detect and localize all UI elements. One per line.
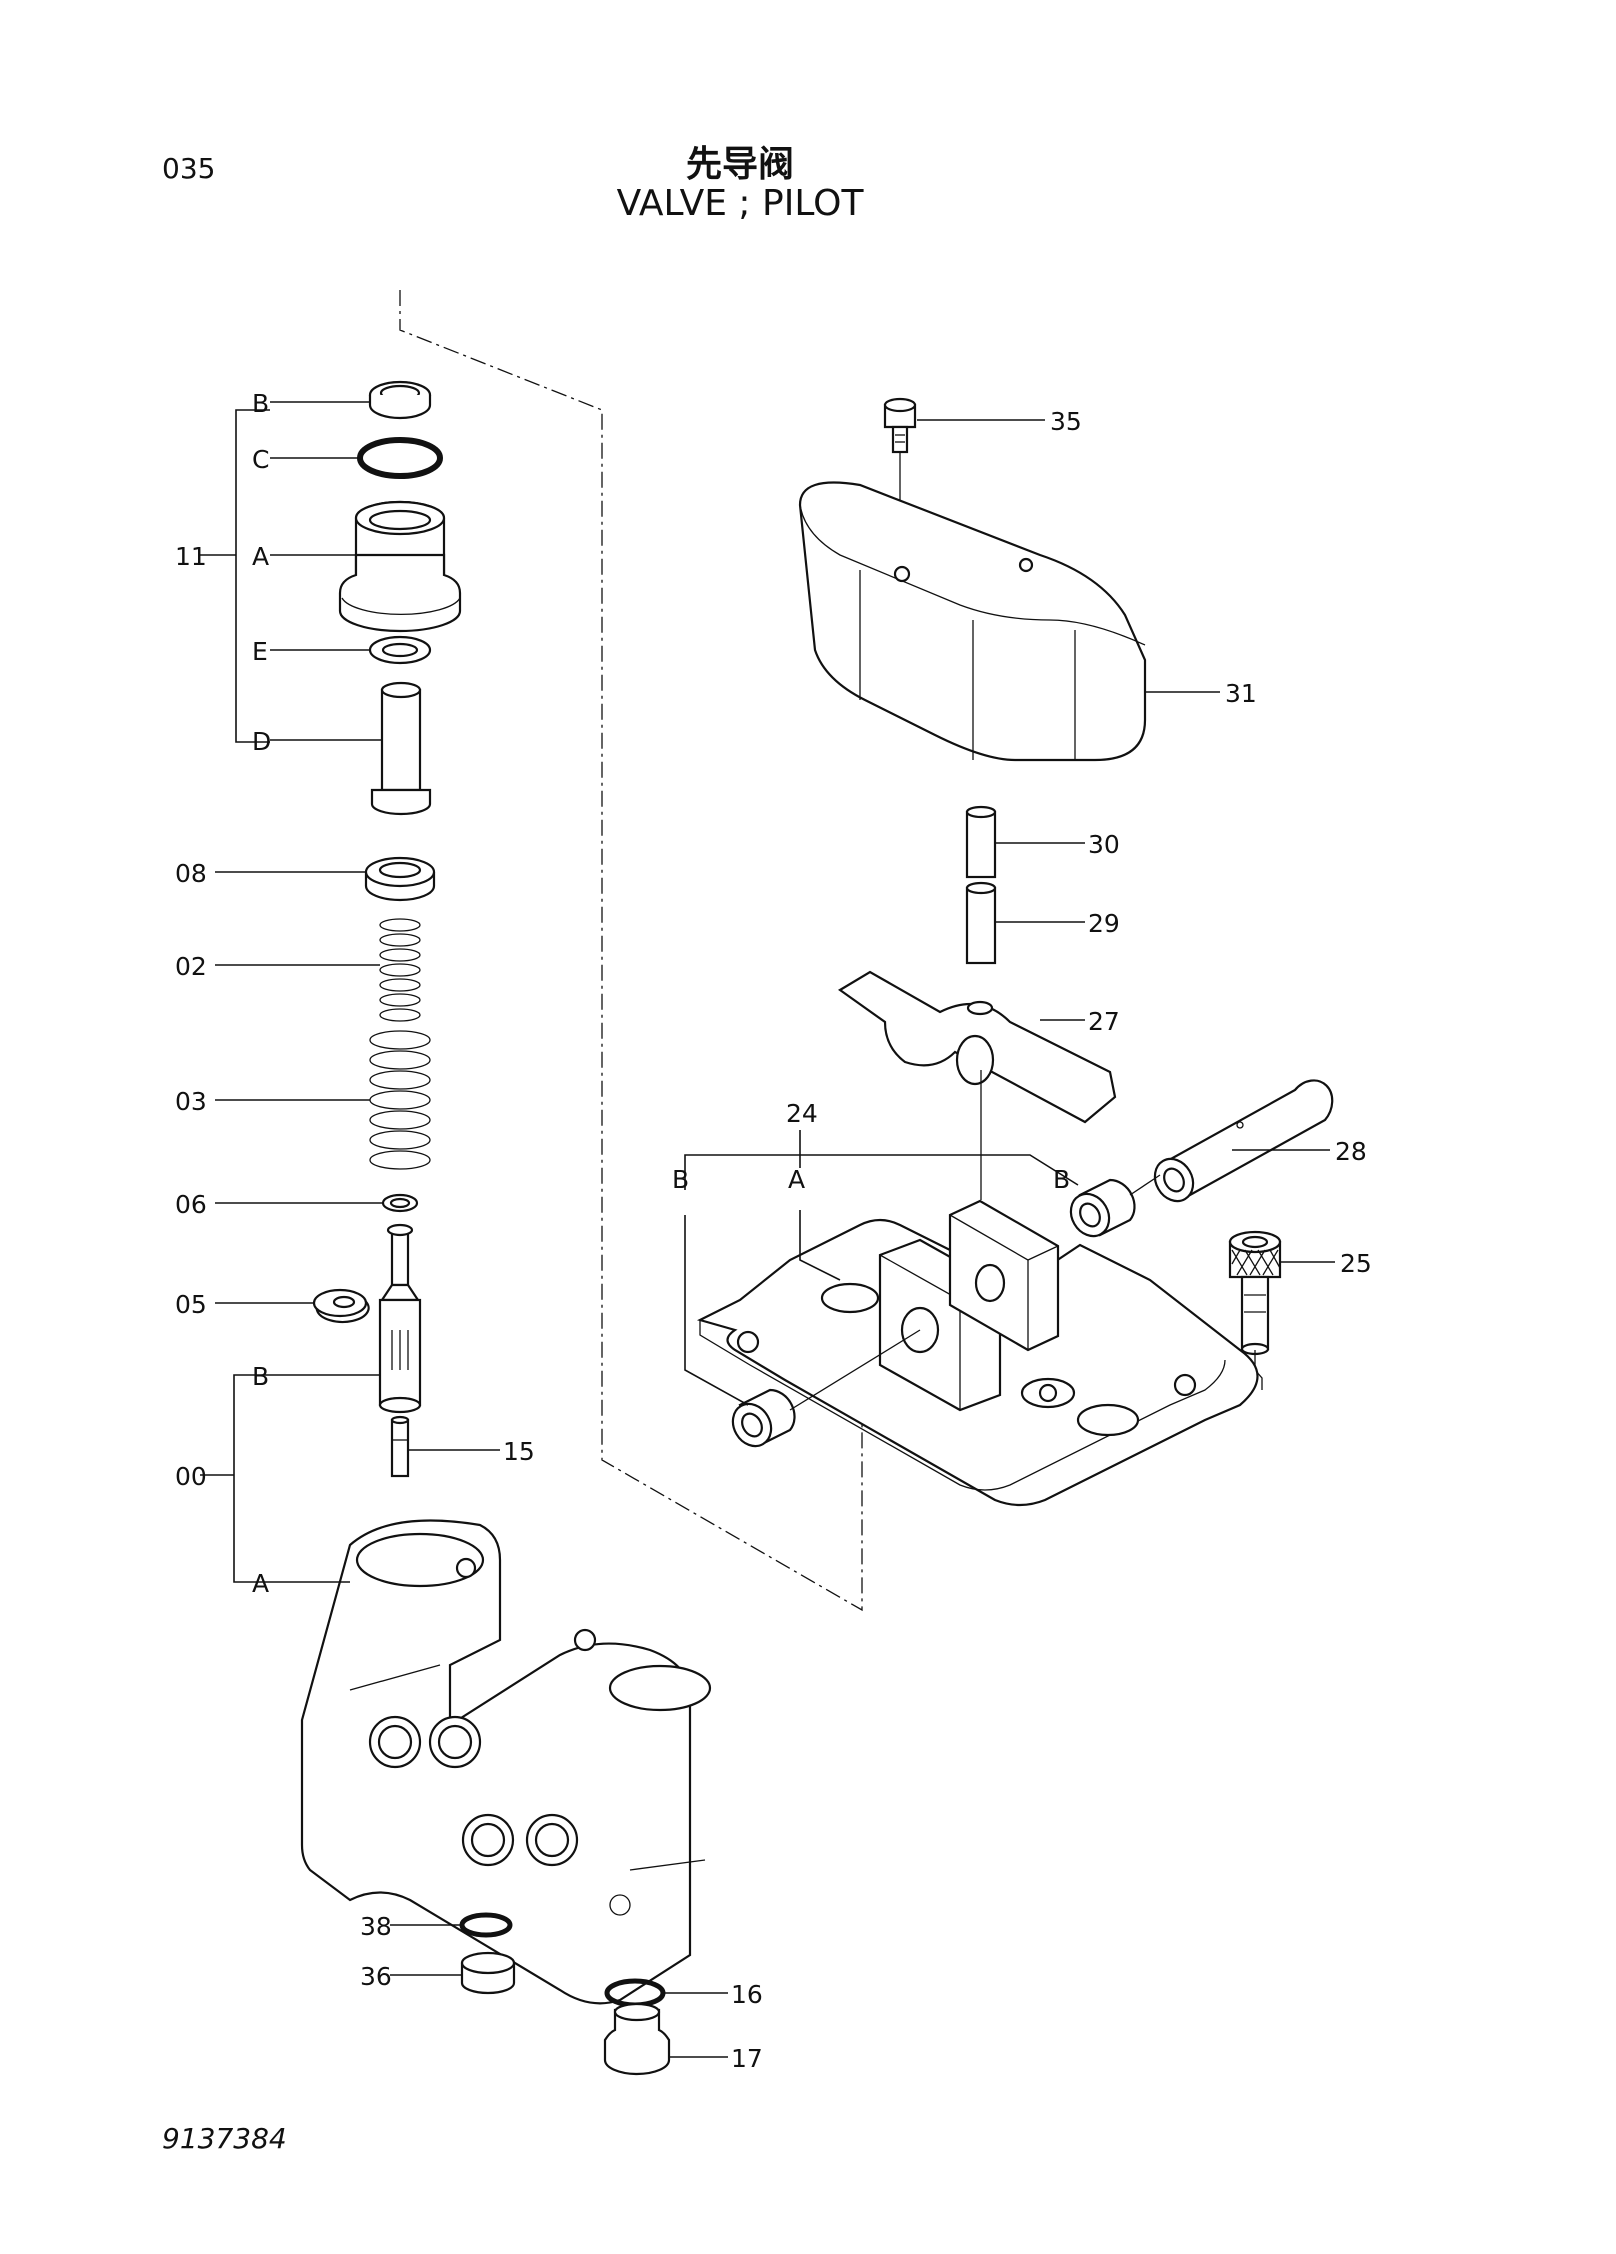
part-30-pin — [965, 805, 997, 879]
part-11a-bushing — [338, 500, 462, 633]
callout-28: 28 — [1335, 1137, 1367, 1166]
part-35-bolt — [883, 397, 917, 454]
callout-24-b-right: B — [1053, 1165, 1070, 1194]
callout-00-b: B — [252, 1362, 269, 1391]
title-english: VALVE ; PILOT — [616, 183, 864, 224]
assembly-dashed-line — [399, 290, 863, 1612]
part-24b-bushing-right — [1069, 1178, 1136, 1238]
callout-05: 05 — [175, 1290, 207, 1319]
part-00b-spool — [378, 1223, 422, 1414]
callout-38: 38 — [360, 1912, 392, 1941]
part-27-lever — [837, 970, 1117, 1124]
callout-00-a: A — [252, 1569, 269, 1598]
callout-17: 17 — [731, 2044, 763, 2073]
callout-00: 00 — [175, 1462, 207, 1491]
callout-11-e: E — [252, 637, 268, 666]
part-11-group — [200, 409, 270, 743]
callout-25: 25 — [1340, 1249, 1372, 1278]
part-11d-plunger — [370, 681, 432, 816]
part-28-pin — [1153, 1079, 1334, 1203]
part-17-plug — [603, 2002, 671, 2076]
callout-11-b: B — [252, 389, 269, 418]
callout-02: 02 — [175, 952, 207, 981]
part-24a-base-plate — [696, 1199, 1259, 1507]
part-25-cap-screw — [1228, 1230, 1282, 1356]
part-31-cover — [798, 481, 1147, 762]
callout-30: 30 — [1088, 830, 1120, 859]
callout-08: 08 — [175, 859, 207, 888]
callout-24: 24 — [786, 1099, 818, 1128]
callout-36: 36 — [360, 1962, 392, 1991]
callout-24-a: A — [788, 1165, 805, 1194]
part-03-outer-spring — [369, 1030, 431, 1170]
part-24b-bushing-left — [731, 1388, 796, 1448]
callout-11-a: A — [252, 542, 269, 571]
drawing-number: 9137384 — [162, 2122, 287, 2155]
part-06-washer — [381, 1193, 419, 1213]
callout-24-b-left: B — [672, 1165, 689, 1194]
part-36-plug — [460, 1951, 516, 1995]
part-05-retaining-clip — [312, 1288, 370, 1324]
part-15-pin — [390, 1415, 410, 1478]
part-11e-backup-ring — [368, 635, 432, 665]
callout-06: 06 — [175, 1190, 207, 1219]
page-number: 035 — [162, 152, 216, 185]
part-00-group — [200, 1374, 270, 1583]
callout-11-d: D — [252, 727, 271, 756]
callout-27: 27 — [1088, 1007, 1120, 1036]
callout-03: 03 — [175, 1087, 207, 1116]
callout-16: 16 — [731, 1980, 763, 2009]
callout-15: 15 — [503, 1437, 535, 1466]
part-11c-o-ring — [357, 437, 443, 479]
part-00a-valve-body — [300, 1519, 712, 2005]
callout-35: 35 — [1050, 407, 1082, 436]
title-chinese: 先导阀 — [685, 144, 794, 185]
callout-29: 29 — [1088, 909, 1120, 938]
part-08-spring-seat — [364, 856, 436, 902]
part-11b-seal-ring — [368, 380, 432, 420]
part-02-inner-spring — [379, 918, 421, 1022]
callout-11-c: C — [252, 445, 269, 474]
callout-11: 11 — [175, 542, 207, 571]
part-24-group-leaders — [684, 1130, 1079, 1406]
callout-31: 31 — [1225, 679, 1257, 708]
part-29-pin — [965, 881, 997, 965]
